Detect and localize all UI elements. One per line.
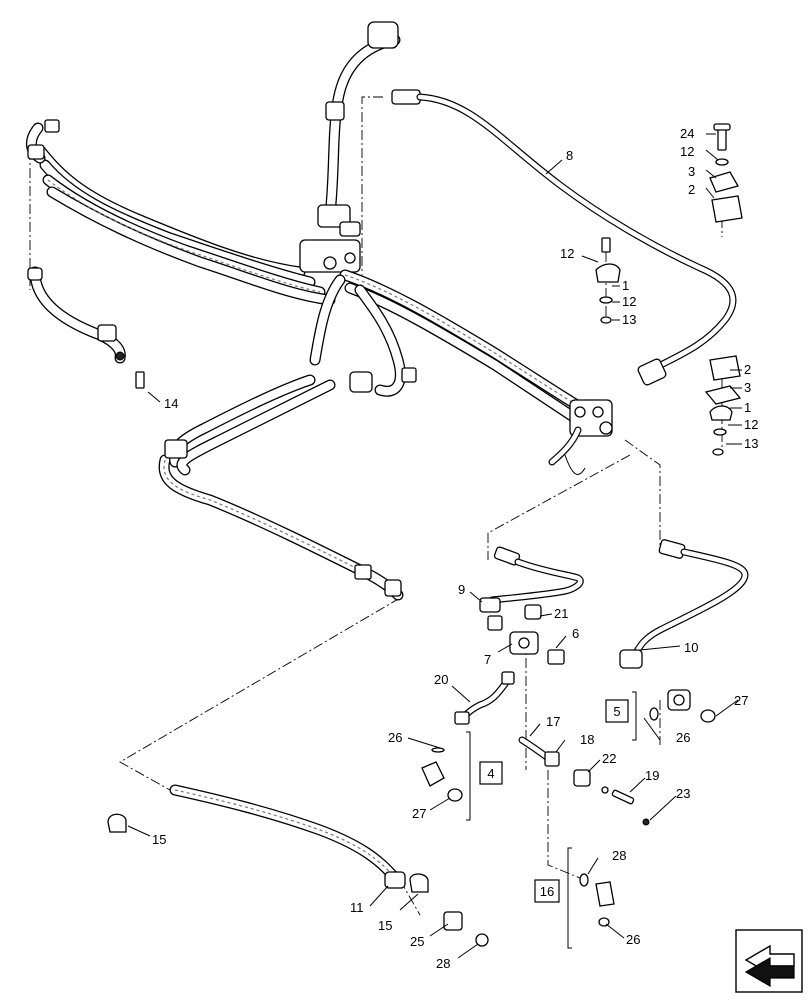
callout-12: 12 <box>680 144 694 159</box>
callout-28: 28 <box>612 848 626 863</box>
callout-24: 24 <box>680 126 694 141</box>
callout-22: 22 <box>602 751 616 766</box>
leader-lines <box>127 133 742 959</box>
kit-boxes: 5 4 16 <box>479 699 629 903</box>
callout-12: 12 <box>622 294 636 309</box>
callout-26: 26 <box>676 730 690 745</box>
callout-8: 8 <box>566 148 573 163</box>
callout-12: 12 <box>560 246 574 261</box>
callout-25: 25 <box>410 934 424 949</box>
callout-28: 28 <box>436 956 450 971</box>
callout-13: 13 <box>622 312 636 327</box>
callout-2: 2 <box>744 362 751 377</box>
kit-box-4: 4 <box>479 761 503 785</box>
callout-27: 27 <box>412 806 426 821</box>
callout-11: 11 <box>350 900 364 915</box>
callout-2: 2 <box>688 182 695 197</box>
kit-box-5: 5 <box>605 699 629 723</box>
chain-lines <box>29 96 723 916</box>
callout-27: 27 <box>734 693 748 708</box>
callout-26: 26 <box>626 932 640 947</box>
hose-8 <box>391 89 737 386</box>
svg-text:4: 4 <box>487 766 494 781</box>
main-harness <box>26 21 613 601</box>
svg-text:16: 16 <box>540 884 554 899</box>
callout-18: 18 <box>580 732 594 747</box>
callout-3: 3 <box>688 164 695 179</box>
small-fittings <box>107 371 716 947</box>
callout-23: 23 <box>676 786 690 801</box>
callout-3: 3 <box>744 380 751 395</box>
callout-6: 6 <box>572 626 579 641</box>
callout-10: 10 <box>684 640 698 655</box>
callout-15: 15 <box>378 918 392 933</box>
callout-1: 1 <box>744 400 751 415</box>
callout-14: 14 <box>164 396 178 411</box>
callout-21: 21 <box>554 606 568 621</box>
callout-1: 1 <box>622 278 629 293</box>
callout-20: 20 <box>434 672 448 687</box>
callout-labels: 24 12 3 2 8 12 1 12 13 2 3 1 12 13 14 9 … <box>152 126 758 971</box>
callout-17: 17 <box>546 714 560 729</box>
kit-brackets <box>466 691 637 949</box>
callout-15: 15 <box>152 832 166 847</box>
callout-19: 19 <box>645 768 659 783</box>
svg-text:5: 5 <box>613 704 620 719</box>
lower-hoses <box>169 539 749 889</box>
callout-12: 12 <box>744 417 758 432</box>
callout-9: 9 <box>458 582 465 597</box>
clamp-hardware <box>595 123 743 456</box>
back-arrow-icon[interactable] <box>735 929 803 993</box>
kit-box-16: 16 <box>534 879 560 903</box>
callout-7: 7 <box>484 652 491 667</box>
callout-26: 26 <box>388 730 402 745</box>
callout-13: 13 <box>744 436 758 451</box>
